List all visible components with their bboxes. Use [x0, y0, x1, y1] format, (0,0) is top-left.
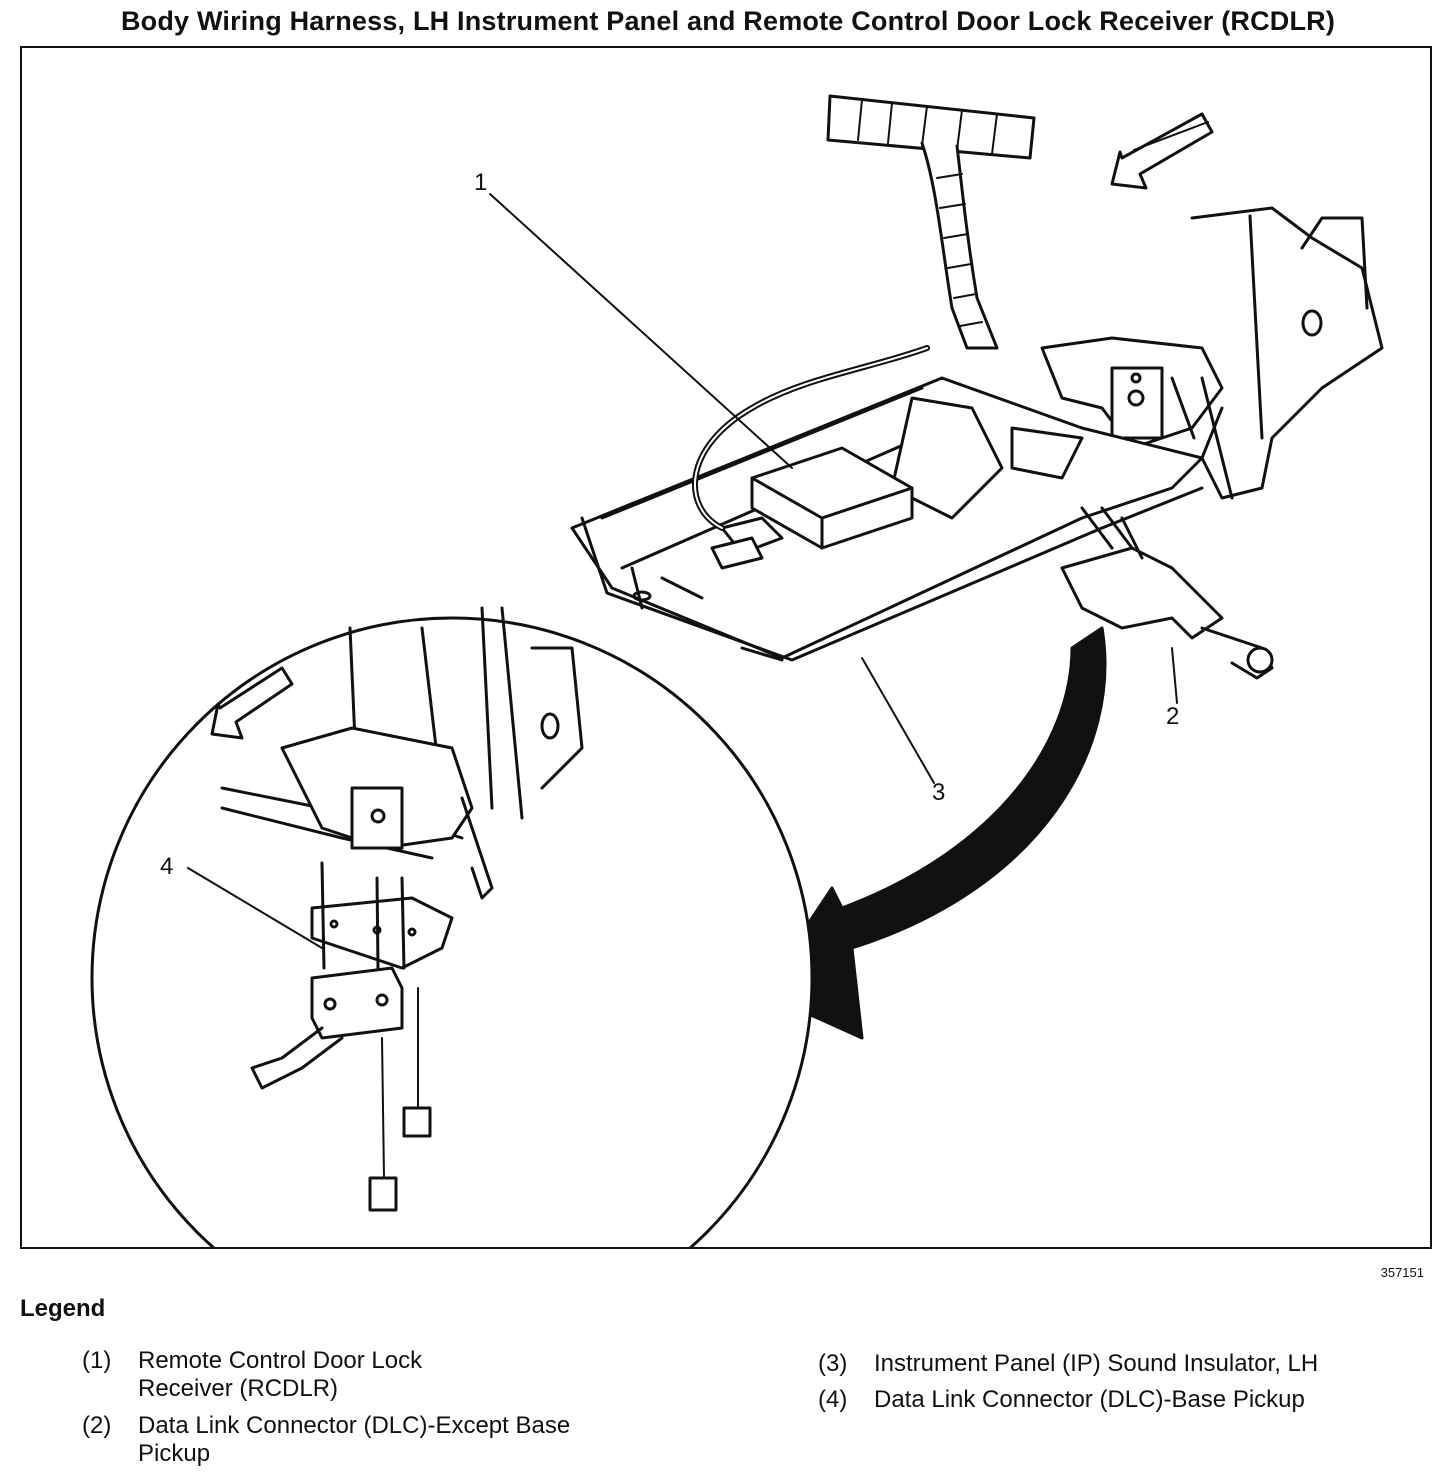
legend-item-text: Data Link Connector (DLC)-Base Pickup: [874, 1386, 1305, 1413]
callout-1: 1: [474, 169, 487, 196]
legend-item-number: (4): [818, 1386, 848, 1413]
legend-item-3: (3) Instrument Panel (IP) Sound Insulato…: [818, 1350, 1438, 1380]
wiring-harness-upper: [826, 94, 1036, 350]
legend-item-number: (3): [818, 1350, 848, 1377]
legend-item-1: (1) Remote Control Door Lock Receiver (R…: [82, 1347, 722, 1407]
legend-item-4: (4) Data Link Connector (DLC)-Base Picku…: [818, 1386, 1438, 1416]
wiring-illustration: 1 2 3 4: [90, 94, 1384, 1247]
callout-leader-lines: [187, 193, 1178, 949]
illustration-frame: 1 2 3 4: [20, 46, 1432, 1249]
callout-2: 2: [1166, 703, 1179, 730]
dlc-except-base-pickup: [1060, 506, 1274, 680]
large-direction-arrow: [760, 626, 1107, 1040]
legend-heading: Legend: [20, 1295, 106, 1322]
legend-item-text: Data Link Connector (DLC)-Except Base Pi…: [138, 1412, 571, 1467]
rcdlr-module: [691, 345, 930, 570]
direction-arrow-top: [1110, 112, 1214, 190]
figure-id: 357151: [1380, 1265, 1424, 1280]
diagram-title: Body Wiring Harness, LH Instrument Panel…: [120, 6, 1336, 36]
legend-item-2: (2) Data Link Connector (DLC)-Except Bas…: [82, 1412, 722, 1472]
legend-item-text: Instrument Panel (IP) Sound Insulator, L…: [874, 1350, 1319, 1377]
legend-item-number: (2): [82, 1412, 112, 1439]
legend-item-text: Remote Control Door Lock Receiver (RCDLR…: [138, 1347, 423, 1402]
detail-view-circle: [90, 606, 814, 1247]
callout-4: 4: [160, 853, 173, 880]
callout-3: 3: [932, 779, 945, 806]
body-pillar-upper: [1040, 206, 1384, 500]
legend-item-number: (1): [82, 1347, 112, 1374]
